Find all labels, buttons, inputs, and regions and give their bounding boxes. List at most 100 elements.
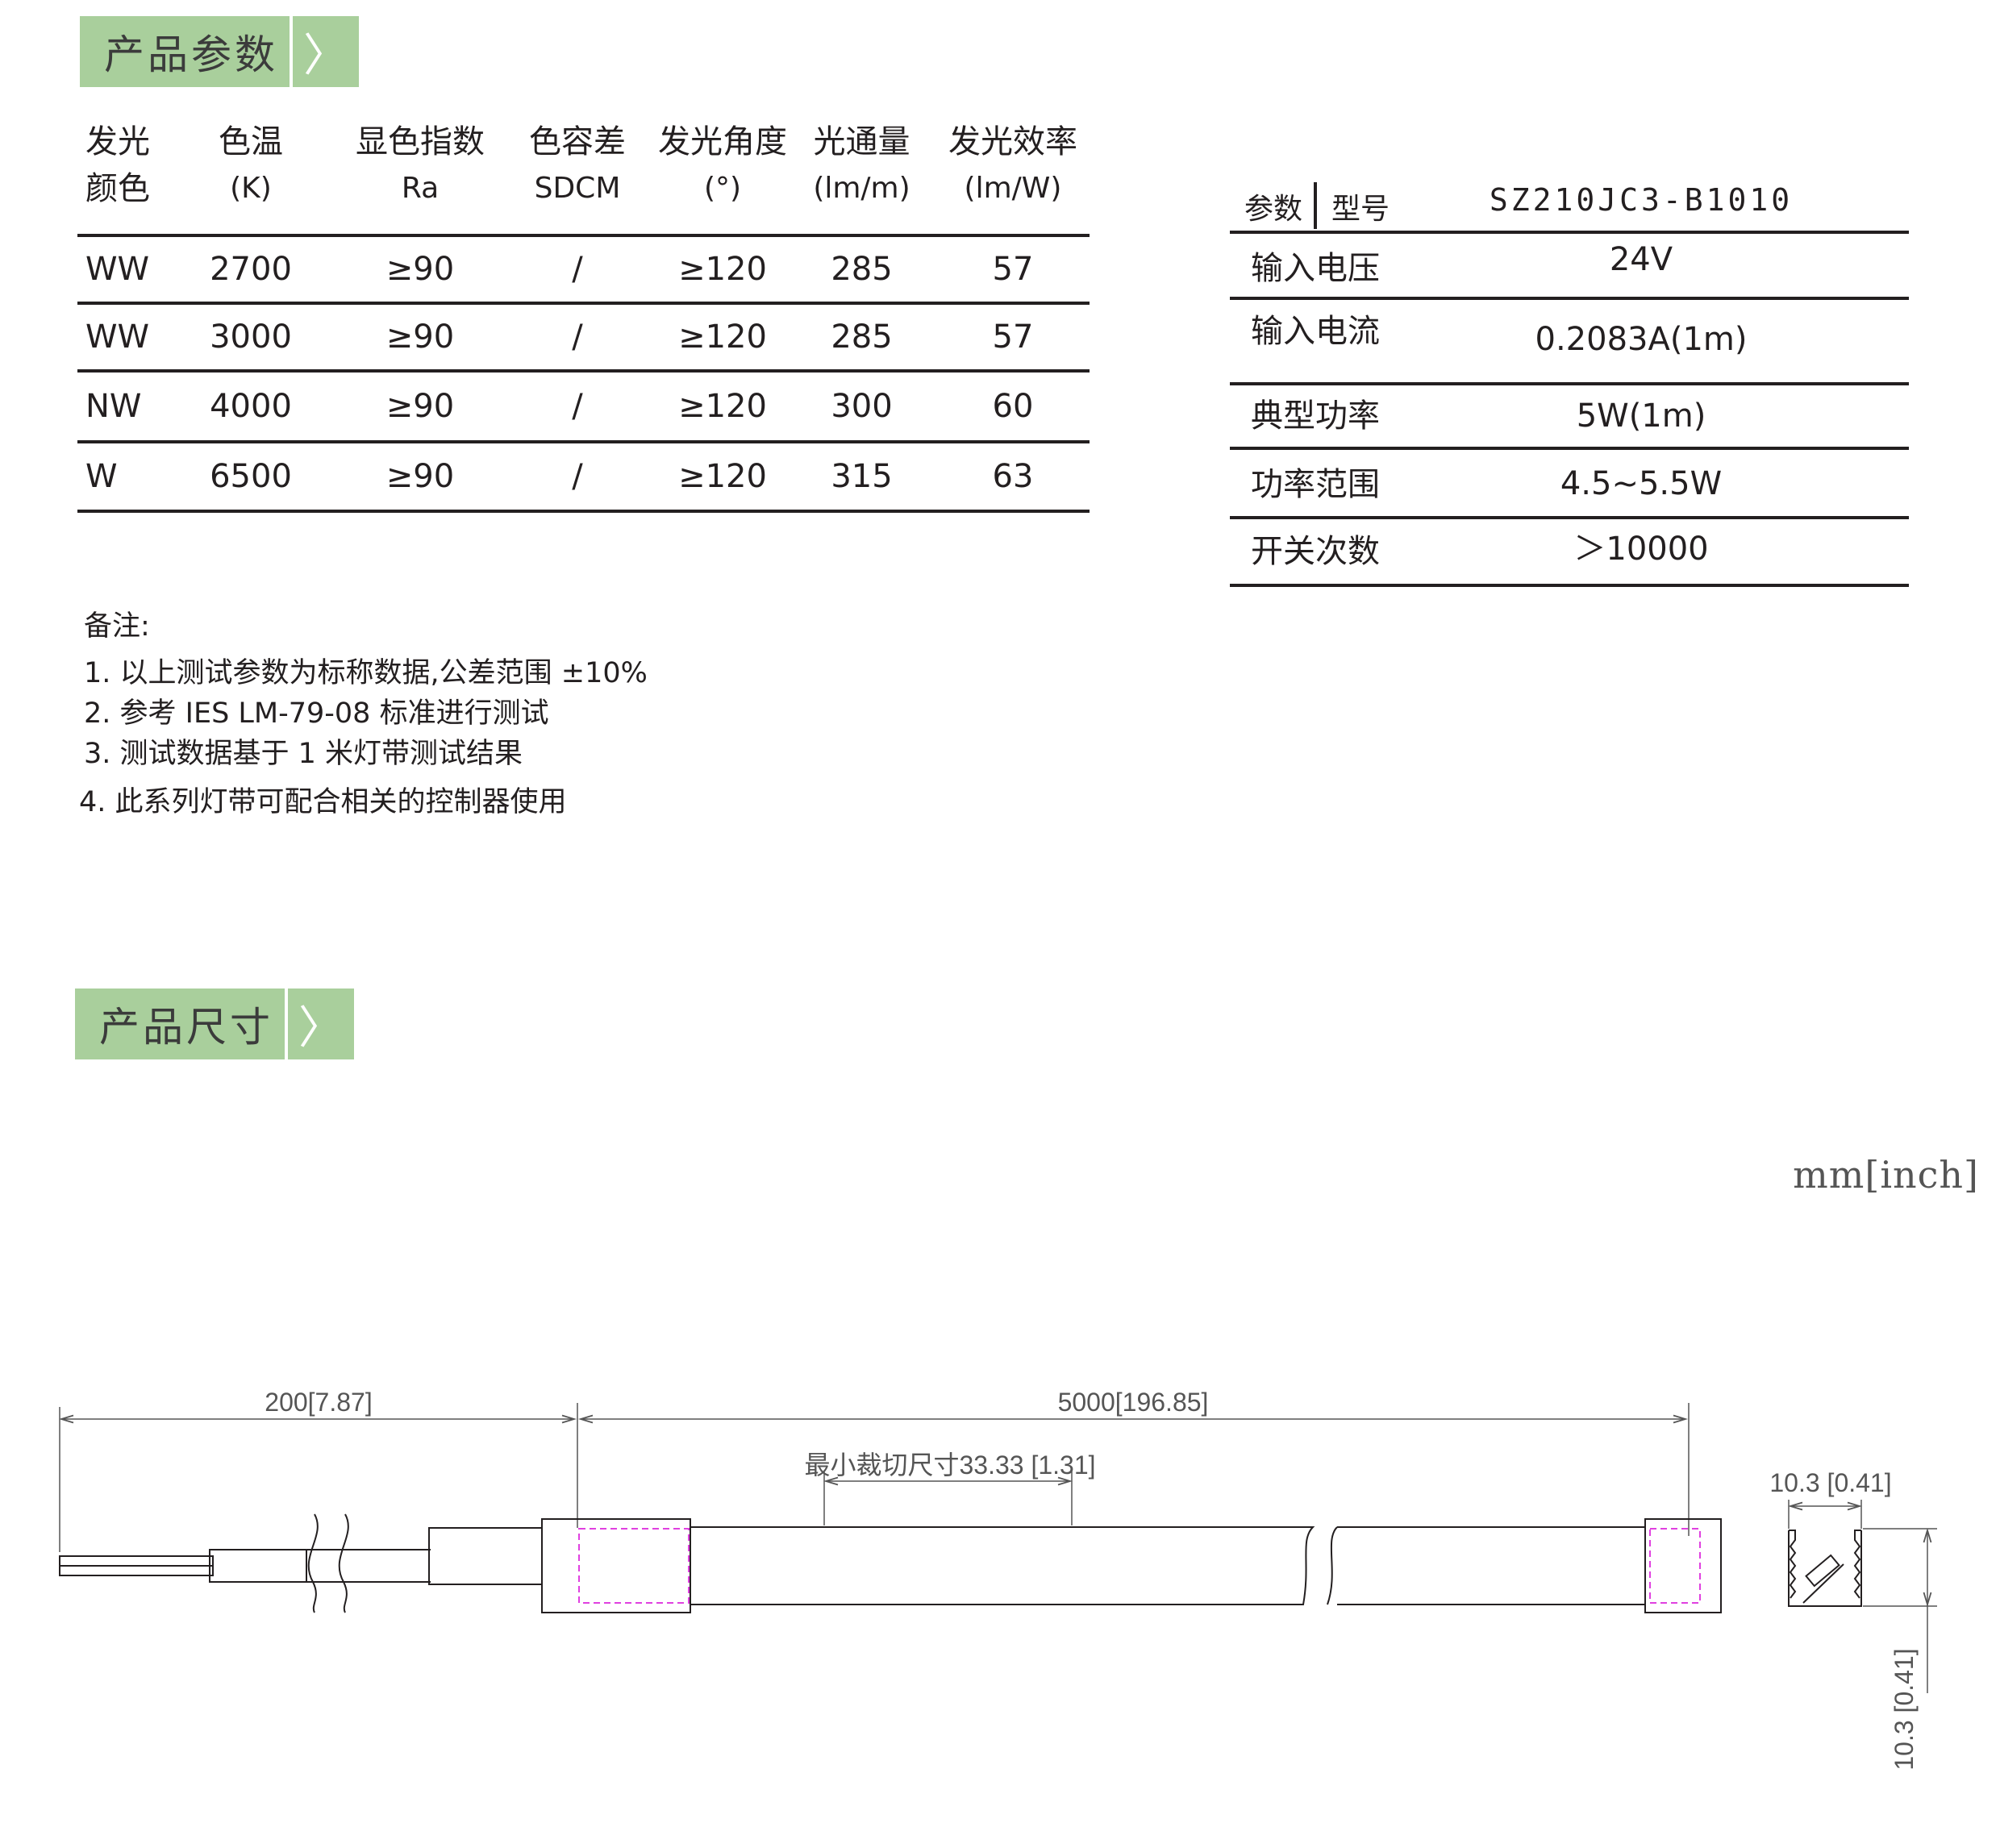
- cell-ra: ≥90: [385, 388, 455, 425]
- section-title: 产品尺寸: [75, 989, 285, 1059]
- col-header-cct: 色温 (K): [198, 121, 303, 208]
- cell-angle: ≥120: [678, 388, 767, 425]
- table-row: 典型功率 5W(1m): [1230, 385, 1909, 447]
- cell-flux: 315: [831, 458, 893, 495]
- table-rule: [1230, 447, 1909, 450]
- header-subtext: 颜色: [85, 170, 150, 207]
- table-row: 开关次数 ＞10000: [1230, 519, 1909, 584]
- param-label: 参数: [1244, 193, 1303, 226]
- model-value: SZ210JC3-B1010: [1489, 182, 1794, 218]
- table-rule: [77, 234, 1090, 237]
- header-text: 发光角度: [658, 123, 787, 160]
- cell-color: W: [85, 458, 118, 495]
- header-subtext: (lm/m): [813, 172, 910, 205]
- notes-title: 备注:: [84, 610, 150, 643]
- cut-marker: [578, 1528, 1701, 1604]
- dim-cut-label: 最小裁切尺寸33.33 [1.31]: [804, 1451, 1095, 1480]
- table-row: WW 3000 ≥90 / ≥120 285 57: [77, 305, 1090, 369]
- table-rule: [77, 510, 1090, 513]
- cell-sdcm: /: [572, 251, 583, 288]
- col-header-angle: 发光角度 (°): [650, 121, 795, 208]
- table-row: 输入电压 24V: [1230, 234, 1909, 297]
- dim-lead-label: 200[7.87]: [265, 1388, 372, 1417]
- cell-angle: ≥120: [678, 458, 767, 495]
- table-rule: [77, 369, 1090, 373]
- dimension-lead-length: 200[7.87]: [60, 1388, 578, 1552]
- table-row: W 6500 ≥90 / ≥120 315 63: [77, 443, 1090, 510]
- cell-flux: 300: [831, 388, 893, 425]
- param-value: 0.2083A(1m): [1535, 321, 1748, 358]
- led-strip: [541, 1518, 1722, 1613]
- param-value: 5W(1m): [1576, 397, 1706, 435]
- electrical-table: 参数 型号 SZ210JC3-B1010 输入电压 24V 输入电流 0.208…: [1230, 179, 1909, 587]
- cell-efficacy: 57: [992, 251, 1034, 288]
- chevron-right-icon: 〉: [288, 989, 354, 1059]
- cell-efficacy: 63: [992, 458, 1034, 495]
- param-key: 输入电流: [1251, 313, 1380, 350]
- col-header-efficacy: 发光效率 (lm/W): [940, 121, 1085, 208]
- header-subtext: (lm/W): [964, 172, 1062, 205]
- spec-table-header: 发光 颜色 色温 (K) 显色指数 Ra 色容差 SDCM 发光角度 (°) 光…: [77, 121, 1090, 234]
- unit-label: mm[inch]: [1793, 1153, 1979, 1197]
- table-rule: [1230, 297, 1909, 300]
- notes: 备注: 1. 以上测试参数为标称数据,公差范围 ±10% 2. 参考 IES L…: [79, 606, 648, 822]
- dimension-width: 10.3 [0.41]: [1769, 1468, 1892, 1529]
- table-rule: [1230, 516, 1909, 519]
- cell-ra: ≥90: [385, 458, 455, 495]
- dim-width-label: 10.3 [0.41]: [1769, 1468, 1891, 1497]
- dimension-drawing: 200[7.87] 5000[196.85] 最小裁切尺寸33.33 [1.31…: [59, 1388, 1937, 1771]
- cell-cct: 6500: [210, 458, 292, 495]
- col-header-sdcm: 色容差 SDCM: [517, 121, 638, 208]
- param-value: 4.5~5.5W: [1560, 465, 1723, 502]
- note-item: 2. 参考 IES LM-79-08 标准进行测试: [84, 697, 549, 730]
- table-rule: [77, 302, 1090, 305]
- header-text: 显色指数: [356, 123, 485, 160]
- table-row: NW 4000 ≥90 / ≥120 300 60: [77, 373, 1090, 440]
- spec-table: 发光 颜色 色温 (K) 显色指数 Ra 色容差 SDCM 发光角度 (°) 光…: [77, 121, 1090, 513]
- header-text: 光通量: [813, 123, 910, 160]
- power-cable: [59, 1513, 543, 1613]
- col-header-color: 发光 颜色: [85, 121, 174, 208]
- param-key: 典型功率: [1251, 397, 1380, 435]
- table-rule: [1230, 382, 1909, 385]
- note-item: 3. 测试数据基于 1 米灯带测试结果: [84, 738, 523, 770]
- dimension-strip-length: 5000[196.85]: [581, 1388, 1690, 1536]
- chevron-right-icon: 〉: [293, 16, 359, 87]
- param-key: 开关次数: [1251, 533, 1380, 570]
- header-subtext: (K): [230, 172, 272, 205]
- cell-flux: 285: [831, 318, 893, 356]
- cell-color: WW: [85, 318, 150, 356]
- cell-ra: ≥90: [385, 251, 455, 288]
- header-subtext: (°): [703, 172, 742, 205]
- note-item: 4. 此系列灯带可配合相关的控制器使用: [79, 786, 567, 818]
- dimension-min-cut: 最小裁切尺寸33.33 [1.31]: [804, 1451, 1096, 1525]
- table-rule: [1230, 584, 1909, 587]
- cell-angle: ≥120: [678, 318, 767, 356]
- header-subtext: Ra: [401, 172, 440, 205]
- cell-efficacy: 57: [992, 318, 1034, 356]
- cell-flux: 285: [831, 251, 893, 288]
- section-header-dimensions: 产品尺寸 〉: [75, 989, 354, 1059]
- cross-section: [1788, 1530, 1862, 1607]
- cell-cct: 3000: [210, 318, 292, 356]
- section-title: 产品参数: [80, 16, 290, 87]
- cell-cct: 2700: [210, 251, 292, 288]
- param-key: 输入电压: [1251, 250, 1380, 287]
- table-rule: [77, 440, 1090, 443]
- param-value: 24V: [1609, 241, 1673, 278]
- table-row: 输入电流 0.2083A(1m): [1230, 300, 1909, 382]
- col-header-flux: 光通量 (lm/m): [807, 121, 916, 208]
- header-subtext: SDCM: [534, 172, 621, 205]
- cell-color: WW: [85, 251, 150, 288]
- cell-sdcm: /: [572, 318, 583, 356]
- table-rule: [1230, 231, 1909, 234]
- header-text: 色温: [219, 123, 283, 160]
- header-divider: [1314, 182, 1317, 229]
- cell-color: NW: [85, 388, 142, 425]
- cell-ra: ≥90: [385, 318, 455, 356]
- header-text: 色容差: [529, 123, 626, 160]
- table-row: 功率范围 4.5~5.5W: [1230, 450, 1909, 516]
- electrical-table-header: 参数 型号 SZ210JC3-B1010: [1230, 179, 1909, 231]
- cell-angle: ≥120: [678, 251, 767, 288]
- header-text: 发光效率: [948, 123, 1077, 160]
